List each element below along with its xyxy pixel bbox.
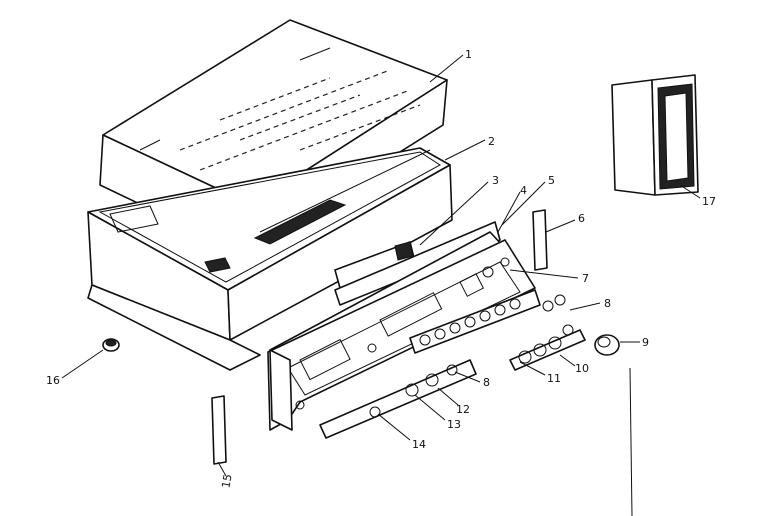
callout-8-lower: 8	[483, 376, 490, 389]
callout-10: 10	[575, 362, 589, 375]
part-side-bar-15	[211, 395, 227, 465]
part-cabinet	[87, 147, 453, 371]
part-speaker-17	[611, 74, 699, 196]
callout-4: 4	[520, 184, 527, 197]
callout-3: 3	[492, 174, 499, 187]
callout-7: 7	[582, 272, 589, 285]
callout-2: 2	[488, 135, 495, 148]
part-foot-16	[102, 338, 120, 352]
part-front-panel	[267, 239, 536, 431]
callout-6: 6	[578, 212, 585, 225]
callout-labels: 1 2 3 4 5 6 7 8 8 9 10 11 12 13 14 15 16…	[46, 48, 716, 489]
callout-13: 13	[447, 418, 461, 431]
callout-5: 5	[548, 174, 555, 187]
callout-16: 16	[46, 374, 60, 387]
part-knob-row-10	[509, 294, 586, 371]
callout-11: 11	[547, 372, 561, 385]
callout-15: 15	[219, 473, 234, 489]
part-knob-strip-upper	[409, 289, 541, 354]
callout-1: 1	[465, 48, 472, 61]
part-side-bar-6	[532, 209, 548, 271]
callout-17: 17	[702, 195, 716, 208]
callout-14: 14	[412, 438, 426, 451]
callout-9: 9	[642, 336, 649, 349]
part-knob-strip-lower	[319, 359, 477, 439]
callout-12: 12	[456, 403, 470, 416]
part-knob-9	[594, 334, 633, 516]
callout-8-upper: 8	[604, 297, 611, 310]
leader-lines	[61, 54, 701, 477]
